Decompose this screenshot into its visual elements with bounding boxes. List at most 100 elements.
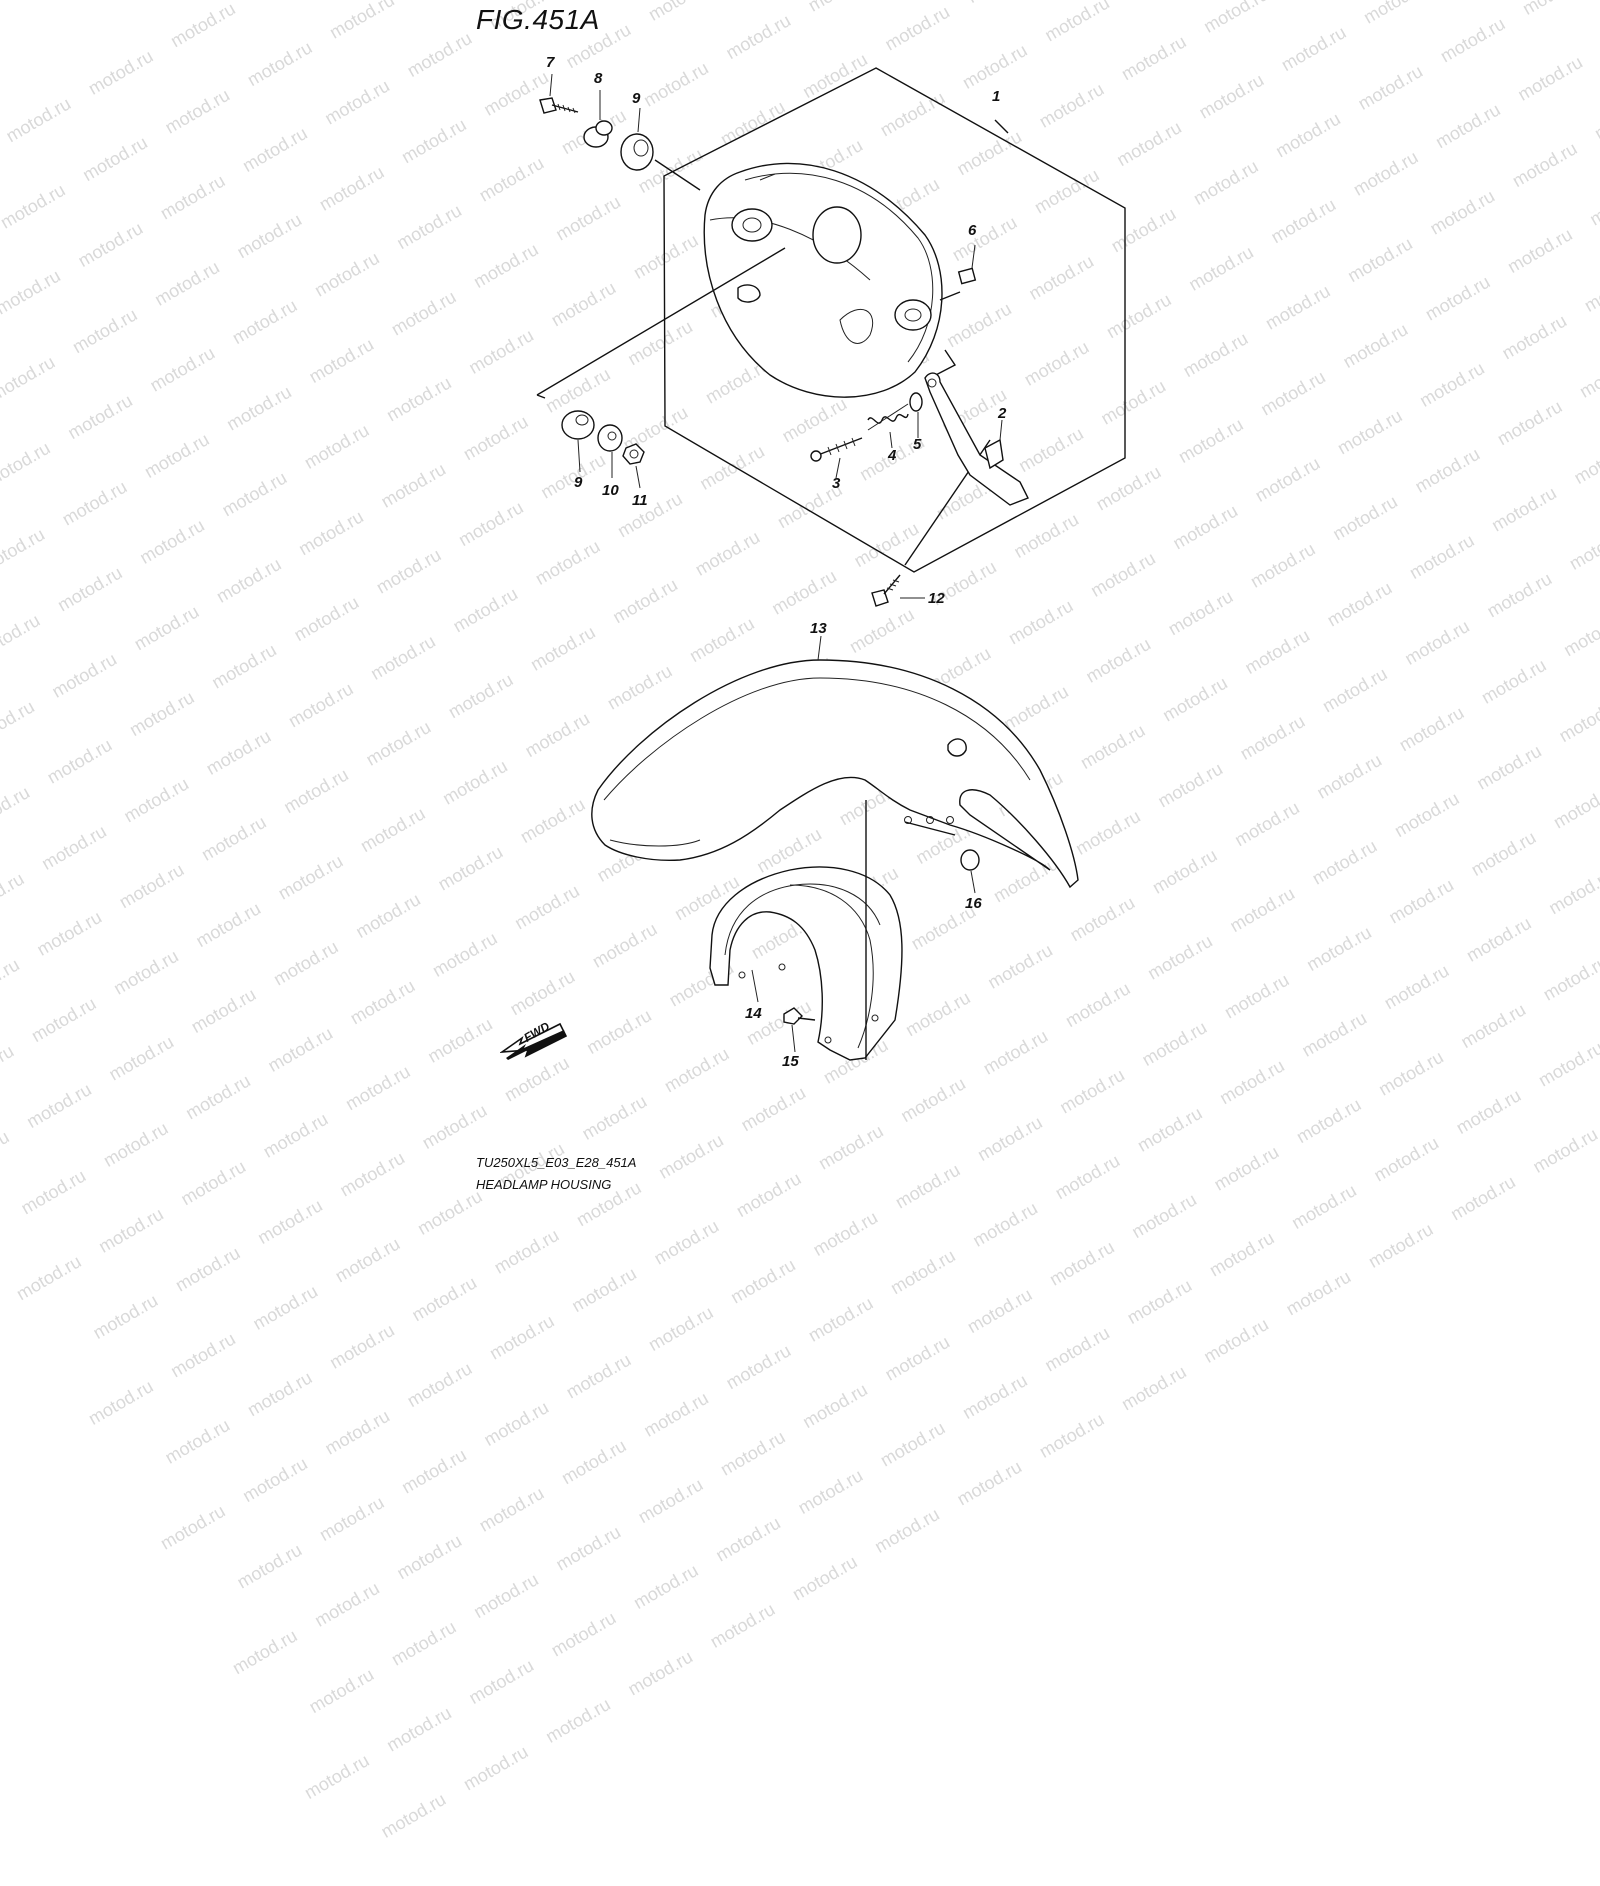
watermark-text: motod.ru — [156, 1500, 229, 1554]
watermark-text: motod.ru — [233, 1539, 306, 1593]
bracket-part-2 — [924, 372, 1029, 506]
watermark-text: motod.ru — [1118, 1361, 1190, 1415]
watermark-text: motod.ru — [254, 1195, 326, 1249]
front-fender-part-13 — [591, 659, 1079, 889]
callout-16: 16 — [965, 895, 982, 912]
inner-fender-part-14 — [709, 866, 903, 1061]
watermark-text: motod.ru — [393, 1530, 466, 1584]
watermark-text: motod.ru — [552, 1521, 625, 1575]
watermark-text: motod.ru — [562, 1349, 635, 1403]
watermark-text: motod.ru — [243, 1367, 316, 1421]
watermark-text: motod.ru — [321, 1405, 394, 1459]
callout-10: 10 — [602, 482, 619, 499]
watermark-text: motod.ru — [1205, 1227, 1278, 1281]
watermark-text: motod.ru — [953, 1456, 1026, 1510]
watermark-text: motod.ru — [650, 1215, 723, 1269]
watermark-text: motod.ru — [634, 1474, 707, 1528]
callout-9-upper: 9 — [632, 90, 641, 107]
watermark-text: motod.ru — [1123, 1275, 1196, 1328]
model-code: TU250XL5_E03_E28_451A — [476, 1155, 637, 1170]
watermark-text: motod.ru — [403, 1358, 476, 1412]
callout-1: 1 — [992, 88, 1001, 105]
watermark-text: motod.ru — [398, 1444, 470, 1498]
nut-part-11 — [622, 443, 645, 465]
watermark-text: motod.ru — [804, 1292, 877, 1346]
watermark-text: motod.ru — [1035, 1408, 1108, 1462]
watermark-text: motod.ru — [706, 1598, 779, 1652]
watermark-text: motod.ru — [486, 1310, 558, 1364]
callout-5: 5 — [913, 436, 922, 453]
watermark-text: motod.ru — [228, 1625, 301, 1679]
watermark-text: motod.ru — [799, 1379, 871, 1433]
watermark-text: motod.ru — [480, 1397, 553, 1450]
watermark-text: motod.ru — [789, 1551, 861, 1605]
watermark-text: motod.ru — [727, 1254, 799, 1308]
watermark-text: motod.ru — [239, 1453, 311, 1507]
watermark-text: motod.ru — [645, 1302, 717, 1355]
callout-12: 12 — [928, 590, 945, 607]
watermark-text: motod.ru — [1046, 1236, 1118, 1290]
watermark-text: motod.ru — [1364, 1218, 1437, 1272]
figure-title: FIG.451A — [476, 4, 600, 35]
callout-13: 13 — [810, 620, 827, 637]
fwd-arrow-icon — [500, 1022, 568, 1060]
washer-part-10 — [597, 424, 623, 452]
watermark-text: motod.ru — [387, 1616, 460, 1670]
watermark-text: motod.ru — [1041, 1322, 1113, 1376]
exploded-view-drawing — [536, 67, 1126, 1061]
watermark-text: motod.ru — [95, 1203, 167, 1257]
callout-14: 14 — [745, 1005, 762, 1022]
watermark-text: motod.ru — [315, 1492, 388, 1545]
callout-15: 15 — [782, 1053, 799, 1070]
watermark-text: motod.ru — [624, 1646, 697, 1700]
watermark-text: motod.ru — [722, 1340, 795, 1394]
watermark-text: motod.ru — [408, 1272, 481, 1326]
watermark-text: motod.ru — [161, 1414, 234, 1468]
watermark-text: motod.ru — [969, 1197, 1041, 1251]
watermark-text: motod.ru — [887, 1245, 959, 1299]
callout-9-lower: 9 — [574, 474, 583, 491]
watermark-text: motod.ru — [465, 1655, 538, 1708]
watermark-text: motod.ru — [1282, 1266, 1355, 1320]
bolt-part-15 — [783, 1007, 816, 1025]
callout-2: 2 — [998, 405, 1007, 422]
callout-6: 6 — [968, 222, 977, 239]
watermark-text: motod.ru — [558, 1435, 630, 1489]
watermark-text: motod.ru — [794, 1465, 867, 1518]
watermark-text: motod.ru — [959, 1370, 1031, 1423]
headlamp-housing — [703, 162, 943, 398]
watermark-text: motod.ru — [717, 1426, 789, 1480]
figure-caption: HEADLAMP HOUSING — [476, 1177, 612, 1192]
watermark-text: motod.ru — [300, 1750, 373, 1803]
watermark-text: motod.ru — [881, 1331, 954, 1385]
watermark-text: motod.ru — [1200, 1313, 1272, 1367]
watermark-text: motod.ru — [542, 1693, 614, 1747]
washer-part-5 — [909, 392, 923, 412]
watermark-text: motod.ru — [876, 1417, 949, 1471]
grommet-part-9-lower — [561, 410, 595, 440]
watermark-text: motod.ru — [470, 1569, 542, 1623]
watermark-text: motod.ru — [305, 1664, 378, 1718]
nut-part-6 — [957, 267, 977, 285]
watermark-text: motod.ru — [640, 1387, 712, 1441]
watermark-text: motod.ru — [383, 1702, 455, 1756]
watermark-text: motod.ru — [568, 1263, 640, 1317]
callout-8: 8 — [594, 70, 603, 87]
collar-part-8 — [583, 120, 613, 148]
watermark-text: motod.ru — [871, 1503, 943, 1557]
callout-4: 4 — [888, 447, 897, 464]
watermark-text: motod.ru — [171, 1242, 244, 1296]
watermark-text: motod.ru — [12, 1251, 85, 1305]
watermark-text: motod.ru — [89, 1290, 162, 1344]
watermark-text: motod.ru — [475, 1482, 548, 1536]
watermark-text: motod.ru — [167, 1328, 239, 1382]
watermark-text: motod.ru — [331, 1233, 404, 1287]
bolt-part-7 — [539, 97, 579, 114]
watermark-text: motod.ru — [311, 1577, 383, 1631]
watermark-text: motod.ru — [326, 1319, 398, 1373]
watermark-text: motod.ru — [809, 1207, 882, 1260]
watermark-text: motod.ru — [377, 1788, 450, 1842]
callout-3: 3 — [832, 475, 841, 492]
watermark-text: motod.ru — [630, 1560, 702, 1613]
